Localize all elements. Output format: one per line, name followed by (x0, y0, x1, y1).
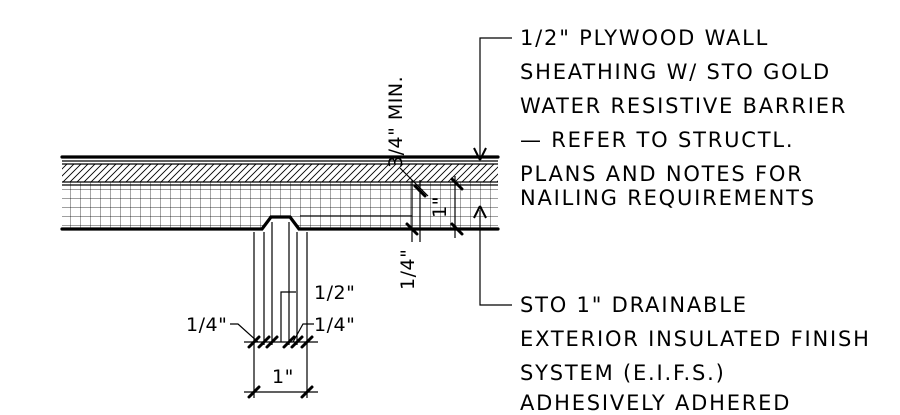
top-callout-line-2: SHEATHING W/ STO GOLD (520, 60, 831, 84)
wall-thickness-label: 1" (429, 196, 451, 218)
joint-half-label: 1/2" (314, 282, 355, 304)
top-callout-line-5: PLANS AND NOTES FOR (520, 162, 804, 186)
joint-width-label: 1" (272, 366, 294, 388)
joint-left-label: 1/4" (186, 314, 227, 336)
wall-section (60, 155, 500, 231)
bottom-callout-line-2: EXTERIOR INSULATED FINISH (520, 327, 871, 351)
top-callout-line-4: — REFER TO STRUCTL. (520, 128, 794, 152)
top-callout: 1/2" PLYWOOD WALL SHEATHING W/ STO GOLD … (520, 26, 847, 210)
joint-right-label: 1/4" (314, 314, 355, 336)
wall-offset-label: 1/4" (397, 249, 419, 290)
min-depth-label: 3/4" MIN. (385, 76, 407, 168)
bottom-callout: STO 1" DRAINABLE EXTERIOR INSULATED FINI… (520, 293, 871, 415)
top-callout-line-6: NAILING REQUIREMENTS (520, 186, 816, 210)
bottom-callout-line-3: SYSTEM (E.I.F.S.) (520, 361, 726, 385)
top-callout-line-1: 1/2" PLYWOOD WALL (520, 26, 769, 50)
callout-leaders (473, 37, 512, 306)
bottom-callout-line-1: STO 1" DRAINABLE (520, 293, 748, 317)
plywood-sheathing-layer (62, 164, 498, 182)
thickness-dimensions (399, 167, 464, 242)
dimension-labels: 3/4" MIN. 1" 1/4" 1/2" 1/4" 1/4" 1" (186, 76, 451, 388)
bottom-callout-line-4: ADHESIVELY ADHERED (520, 391, 791, 415)
top-callout-line-3: WATER RESISTIVE BARRIER (520, 94, 847, 118)
finish-face-with-groove (60, 215, 500, 231)
groove-extension-lines (230, 222, 318, 399)
